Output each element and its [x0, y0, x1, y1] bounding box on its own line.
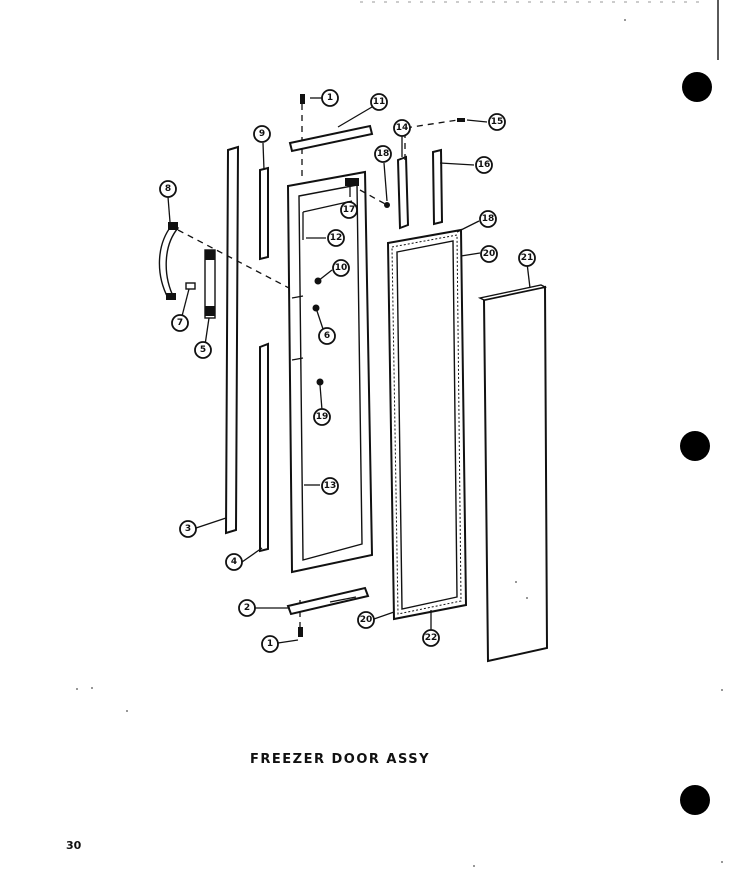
screw-top [300, 94, 305, 180]
callout-15: 15 [488, 113, 506, 131]
callout-18-screw: 18 [374, 145, 392, 163]
scan-specks [76, 19, 723, 867]
callout-20-bottom: 20 [357, 611, 375, 629]
callout-13: 13 [321, 477, 339, 495]
door-gasket [386, 228, 468, 621]
door-panel [477, 284, 549, 663]
callout-11: 11 [370, 93, 388, 111]
svg-text:7: 7 [177, 318, 183, 328]
svg-text:1: 1 [267, 639, 273, 649]
strip-upper [259, 166, 269, 261]
callout-9: 9 [253, 125, 271, 143]
diagram-caption: FREEZER DOOR ASSY [250, 752, 431, 767]
svg-text:15: 15 [491, 117, 504, 127]
svg-text:6: 6 [324, 331, 330, 341]
door-handle [158, 224, 180, 299]
small-cap [185, 282, 196, 290]
callout-18-gasket: 18 [479, 210, 497, 228]
bottom-hinge-plate [286, 586, 370, 616]
svg-text:20: 20 [360, 615, 373, 625]
callout-8-handle: 8 [159, 180, 177, 198]
svg-text:8: 8 [165, 184, 171, 194]
svg-text:11: 11 [373, 97, 386, 107]
hinge-bracket [396, 155, 410, 230]
svg-text:16: 16 [478, 160, 491, 170]
svg-text:18: 18 [482, 214, 495, 224]
strip-lower [259, 342, 269, 553]
svg-text:14: 14 [396, 123, 409, 133]
svg-text:4: 4 [231, 557, 237, 567]
plug-19 [316, 378, 324, 386]
callout-10: 10 [332, 259, 350, 277]
callout-16: 16 [475, 156, 493, 174]
svg-text:1: 1 [327, 93, 333, 103]
binder-hole-middle [680, 431, 710, 461]
top-hinge-plate [288, 124, 374, 153]
callout-4: 4 [225, 553, 243, 571]
svg-text:20: 20 [483, 249, 496, 259]
svg-text:21: 21 [521, 253, 534, 263]
callout-20-top: 20 [480, 245, 498, 263]
binder-hole-bottom [680, 785, 710, 815]
svg-text:13: 13 [324, 481, 337, 491]
callout-1-bottom: 1 [261, 635, 279, 653]
svg-text:17: 17 [343, 205, 356, 215]
callout-5: 5 [194, 341, 212, 359]
callout-6: 6 [318, 327, 336, 345]
callout-2: 2 [238, 599, 256, 617]
door-liner [286, 170, 374, 574]
svg-text:19: 19 [316, 412, 329, 422]
callout-3: 3 [179, 520, 197, 538]
svg-text:10: 10 [335, 263, 348, 273]
svg-text:18: 18 [377, 149, 390, 159]
svg-text:3: 3 [185, 524, 191, 534]
callout-12: 12 [327, 229, 345, 247]
callout-1-top: 1 [321, 89, 339, 107]
leader-lines [167, 97, 531, 644]
svg-text:12: 12 [330, 233, 343, 243]
callout-22: 22 [422, 629, 440, 647]
svg-text:2: 2 [244, 603, 250, 613]
callout-7: 7 [171, 314, 189, 332]
binder-hole-top [682, 72, 712, 102]
callout-17: 17 [340, 201, 358, 219]
door-strip-long [224, 145, 240, 535]
svg-text:5: 5 [200, 345, 206, 355]
scan-marks [360, 0, 719, 60]
hinge-cover [431, 148, 444, 226]
svg-text:22: 22 [425, 633, 438, 643]
page-number: 30 [66, 839, 82, 852]
svg-text:9: 9 [259, 129, 265, 139]
callout-21: 21 [518, 249, 536, 267]
callout-19: 19 [313, 408, 331, 426]
callout-14: 14 [393, 119, 411, 137]
